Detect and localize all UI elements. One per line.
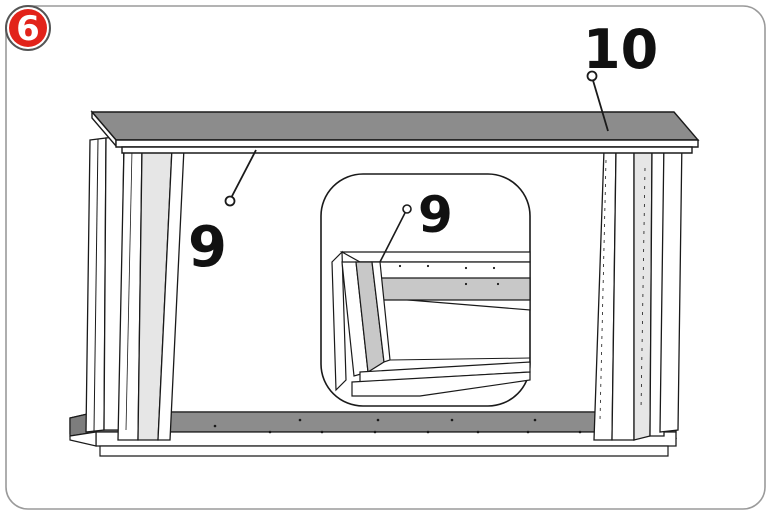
callout-leader-inset xyxy=(379,204,412,263)
callout-leader-top xyxy=(586,70,609,132)
top-panel xyxy=(90,110,700,154)
right-side-panel xyxy=(593,137,683,441)
bottom-panel xyxy=(69,411,679,457)
detail-inset xyxy=(320,173,531,407)
left-side-panel xyxy=(85,135,185,441)
part-label-main: 9 xyxy=(188,215,227,280)
part-label-top: 10 xyxy=(583,18,658,81)
step-badge: 6 xyxy=(5,5,51,51)
callout-leader-main xyxy=(224,149,257,207)
step-number: 6 xyxy=(16,9,40,49)
part-label-inset: 9 xyxy=(418,186,453,244)
